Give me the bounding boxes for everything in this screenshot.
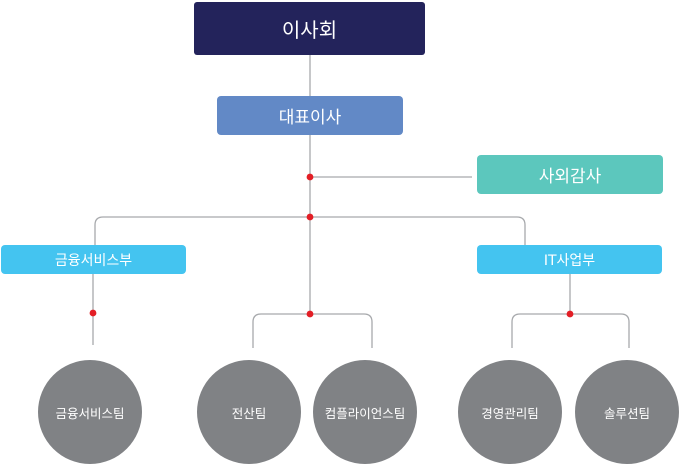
junction-dot xyxy=(89,309,97,317)
board-label: 이사회 xyxy=(281,18,338,42)
team-node-compliance: 컴플라이언스팀 xyxy=(313,360,417,464)
audit-label: 사외감사 xyxy=(538,167,602,187)
junction-dot xyxy=(306,173,314,181)
division-box-finance: 금융서비스부 xyxy=(1,245,186,274)
team-node-finance-service: 금융서비스팀 xyxy=(38,360,142,464)
team-label: 컴플라이언스팀 xyxy=(324,405,406,421)
line-it-bracket xyxy=(511,313,630,348)
division-label: IT사업부 xyxy=(543,252,596,269)
ceo-box: 대표이사 xyxy=(217,96,403,135)
team-label: 금융서비스팀 xyxy=(55,405,125,421)
team-node-solution: 솔루션팀 xyxy=(575,360,679,464)
board-box: 이사회 xyxy=(194,2,425,55)
junction-dot xyxy=(306,213,314,221)
junction-dot xyxy=(306,310,314,318)
junction-dot xyxy=(566,310,574,318)
team-label: 솔루션팀 xyxy=(603,405,650,421)
ceo-label: 대표이사 xyxy=(278,108,342,128)
division-label: 금융서비스부 xyxy=(54,252,133,269)
team-node-it-ops: 전산팀 xyxy=(197,360,301,464)
audit-box: 사외감사 xyxy=(477,155,663,194)
line-direct-bracket xyxy=(252,313,373,348)
team-label: 전산팀 xyxy=(231,405,267,421)
team-label: 경영관리팀 xyxy=(481,405,539,421)
division-box-it: IT사업부 xyxy=(477,245,662,274)
team-node-management: 경영관리팀 xyxy=(458,360,562,464)
